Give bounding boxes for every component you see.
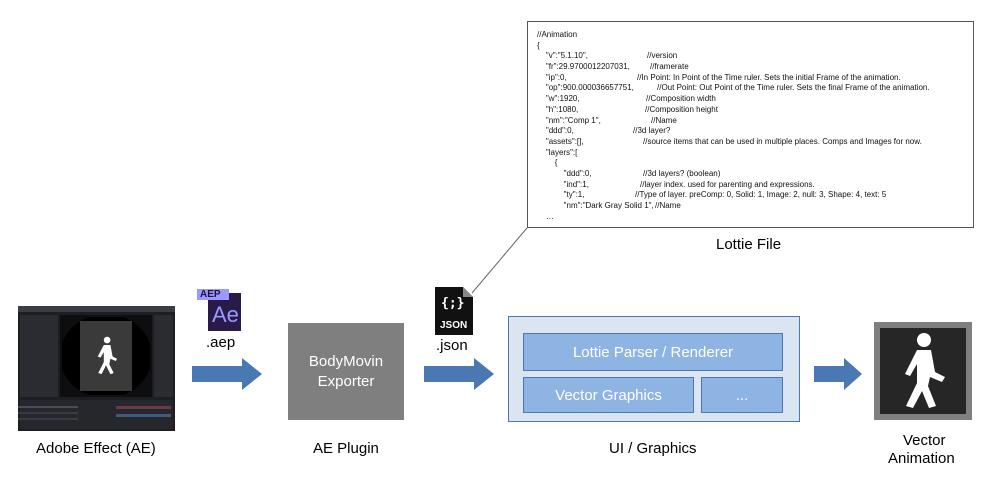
aep-file-icon	[197, 289, 241, 331]
code-comment: //Out Point: Out Point of the Time ruler…	[657, 83, 930, 93]
arrow-ui-to-output	[814, 358, 862, 390]
plugin-line1: BodyMovin	[308, 352, 384, 370]
code-comment: //framerate	[650, 62, 689, 72]
ui-graphics-caption: UI / Graphics	[609, 440, 697, 457]
code-text: {	[537, 158, 558, 168]
code-comment: //Name	[651, 115, 677, 125]
code-line: "ddd":0, //3d layer?	[537, 126, 973, 137]
ui-graphics-box: Lottie Parser / Renderer Vector Graphics…	[508, 316, 800, 422]
code-line: "nm":"Comp 1", //Name	[537, 116, 973, 127]
code-line: {	[537, 158, 973, 169]
code-line: "nm":"Dark Gray Solid 1",//Name	[537, 201, 973, 212]
code-comment: //source items that can be used in multi…	[643, 136, 922, 146]
code-text: "v":"5.1.10",	[537, 51, 588, 61]
code-text: …	[537, 211, 554, 221]
code-text: "w":1920,	[537, 94, 580, 104]
code-line: "op":900.000036657751, //Out Point: Out P…	[537, 83, 973, 94]
code-line: "ddd":0, //3d layers? (boolean)	[537, 169, 973, 180]
code-text: "op":900.000036657751,	[537, 83, 634, 93]
code-text: "ddd":0,	[537, 168, 592, 178]
code-line: "ty":1, //Type of layer. preComp: 0, Soli…	[537, 190, 973, 201]
code-text: "h":1080,	[537, 104, 579, 114]
code-text: "ddd":0,	[537, 126, 574, 136]
code-text: "ind":1,	[537, 179, 589, 189]
code-line: "ind":1, //layer index. used for parentin…	[537, 180, 973, 191]
code-line: //Animation	[537, 30, 973, 41]
json-badge-text: JSON	[440, 320, 468, 331]
code-text: {	[537, 40, 540, 50]
code-comment: //version	[647, 51, 678, 61]
code-line: "w":1920, //Composition width	[537, 94, 973, 105]
walking-person-icon	[905, 333, 945, 408]
code-line: "v":"5.1.10", //version	[537, 51, 973, 62]
code-line: "ip":0, //In Point: In Point of the Time …	[537, 73, 973, 84]
code-line: "h":1080, //Composition height	[537, 105, 973, 116]
code-comment: //3d layer?	[633, 126, 671, 136]
arrow-ae-to-plugin	[192, 358, 262, 390]
aep-badge-main: Ae	[212, 302, 239, 327]
code-text: "layers":[	[537, 147, 578, 157]
vector-graphics-label: Vector Graphics	[555, 386, 662, 404]
code-comment: //3d layers? (boolean)	[643, 168, 721, 178]
code-comment: //Composition height	[645, 104, 718, 114]
lottie-file-caption: Lottie File	[716, 236, 782, 253]
code-comment: //Name	[655, 201, 681, 210]
json-file-icon	[435, 287, 473, 335]
more-label: ...	[735, 386, 749, 404]
lottie-parser-renderer-box: Lottie Parser / Renderer	[523, 333, 783, 371]
code-line: "layers":[	[537, 148, 973, 159]
code-text: "ip":0,	[537, 72, 567, 82]
code-text: //Animation	[537, 30, 578, 39]
vector-caption-line1: Vector	[903, 432, 946, 449]
ae-screenshot-image	[18, 306, 175, 431]
parser-label: Lottie Parser / Renderer	[572, 343, 734, 361]
vector-caption-line2: Animation	[888, 450, 955, 467]
json-extension-label: .json	[436, 337, 468, 354]
code-text: "ty":1,	[537, 190, 585, 200]
code-line: …	[537, 212, 973, 223]
vector-graphics-box: Vector Graphics	[523, 377, 694, 413]
plugin-line2: Exporter	[317, 372, 375, 390]
code-comment: //In Point: In Point of the Time ruler. …	[637, 72, 901, 82]
code-line: "fr":29.9700012207031, //framerate	[537, 62, 973, 73]
code-text: "nm":"Dark Gray Solid 1",	[537, 201, 654, 210]
code-text: "fr":29.9700012207031,	[537, 62, 630, 72]
code-comment: //Type of layer. preComp: 0, Solid: 1, I…	[635, 190, 887, 200]
ae-preview-icon	[62, 317, 150, 395]
arrow-plugin-to-ui	[424, 358, 494, 390]
code-text: "assets":[],	[537, 136, 584, 146]
code-comment: //Composition width	[646, 94, 716, 104]
bodymovin-exporter-box: BodyMovin Exporter	[288, 323, 404, 420]
vector-animation-icon	[874, 322, 972, 420]
code-comment: //layer index. used for parenting and ex…	[640, 179, 815, 189]
code-line: "assets":[], //source items that can be u…	[537, 137, 973, 148]
ae-plugin-caption: AE Plugin	[313, 440, 379, 457]
aep-extension-label: .aep	[206, 334, 236, 351]
json-badge-symbol: {;}	[441, 296, 465, 311]
adobe-effect-caption: Adobe Effect (AE)	[36, 440, 156, 457]
code-text: "nm":"Comp 1",	[537, 115, 601, 125]
lottie-code-box: //Animation{ "v":"5.1.10",//version "fr"…	[527, 21, 974, 228]
code-line: {	[537, 41, 973, 52]
aep-badge-top: AEP	[200, 289, 221, 300]
more-box: ...	[701, 377, 783, 413]
